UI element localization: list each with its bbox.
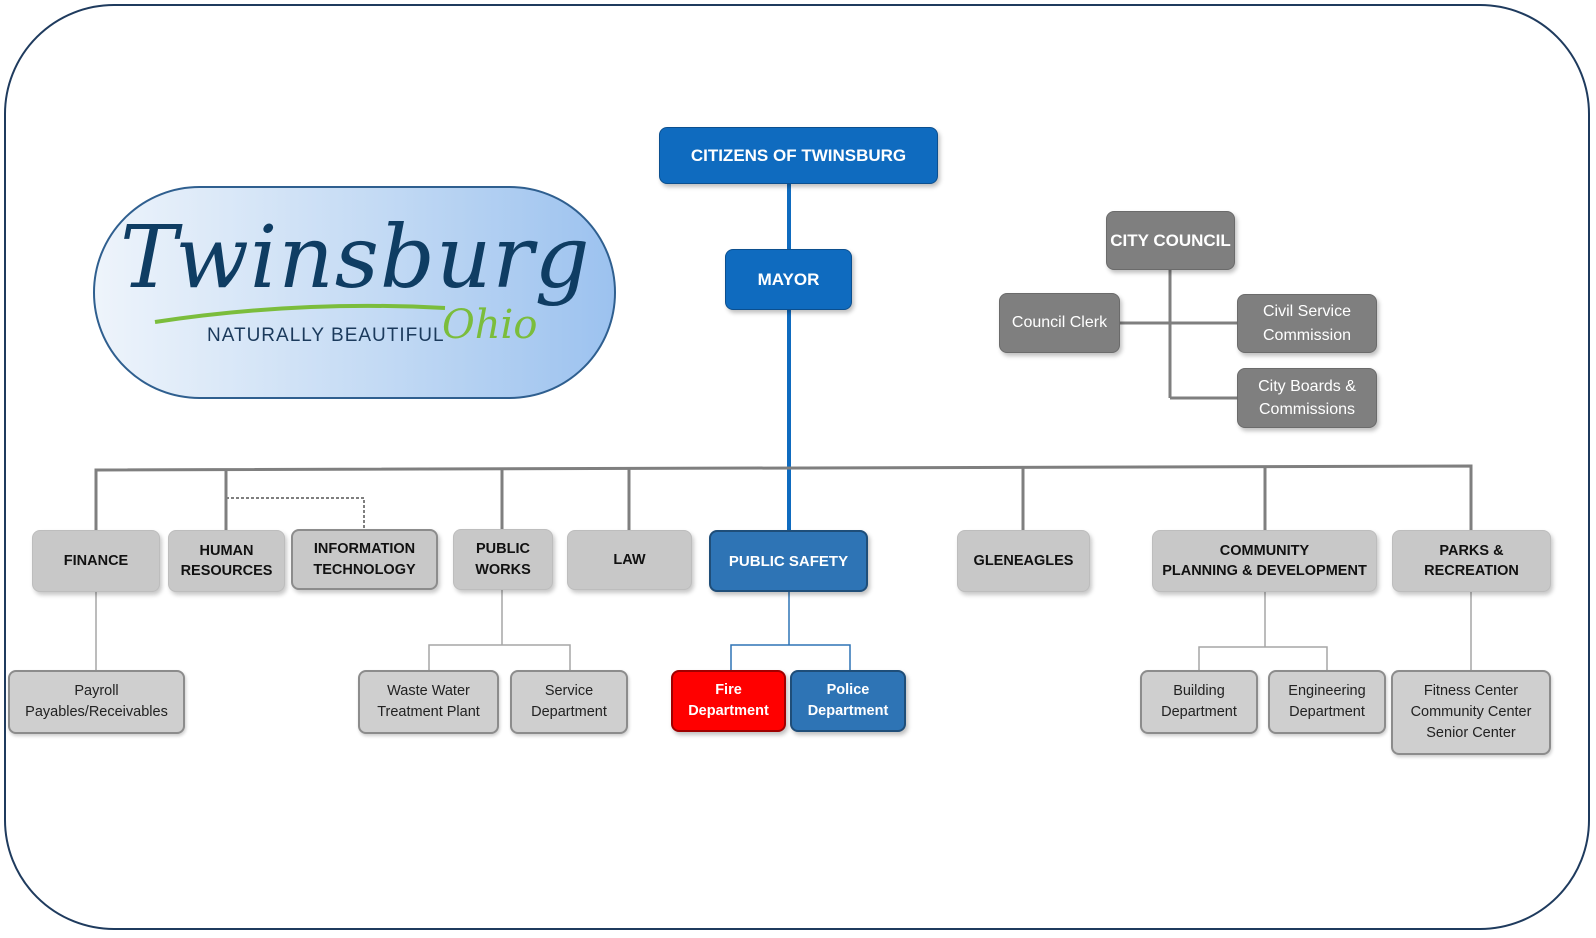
city-boards-box: City Boards & Commissions [1237,368,1377,428]
human-resources-box: HUMAN RESOURCES [168,530,285,592]
mayor-box: MAYOR [725,249,852,310]
department-connectors [94,464,1473,530]
police-department-box: Police Department [790,670,906,732]
logo-swoosh-icon [154,303,446,324]
twinsburg-logo [93,186,616,399]
citizens-box: CITIZENS OF TWINSBURG [659,127,938,184]
council-clerk-box: Council Clerk [999,293,1120,353]
council-connectors [1120,270,1237,400]
public-safety-unit-connectors [730,592,851,670]
public-safety-box: PUBLIC SAFETY [709,530,868,592]
fire-department-box: Fire Department [671,670,786,732]
finance-box: FINANCE [32,530,160,592]
city-council-box: CITY COUNCIL [1106,211,1235,270]
community-planning-box: COMMUNITY PLANNING & DEVELOPMENT [1152,530,1377,592]
information-technology-box: INFORMATION TECHNOLOGY [291,529,438,590]
parks-recreation-box: PARKS & RECREATION [1392,530,1551,592]
logo-tagline: NATURALLY BEAUTIFUL [207,325,445,346]
service-department-box: Service Department [510,670,628,734]
public-works-box: PUBLIC WORKS [453,529,553,590]
building-department-box: Building Department [1140,670,1258,734]
fitness-community-senior-box: Fitness Center Community Center Senior C… [1391,670,1551,755]
gleneagles-box: GLENEAGLES [957,530,1090,592]
law-box: LAW [567,530,692,590]
civil-service-box: Civil Service Commission [1237,294,1377,353]
waste-water-box: Waste Water Treatment Plant [358,670,499,734]
logo-wordmark: Twinsburg [120,208,591,308]
logo-state: Ohio [442,302,538,348]
engineering-department-box: Engineering Department [1268,670,1386,734]
payroll-box: Payroll Payables/Receivables [8,670,185,734]
unit-connectors [95,590,1472,670]
hr-it-dotted-connector [226,497,365,530]
